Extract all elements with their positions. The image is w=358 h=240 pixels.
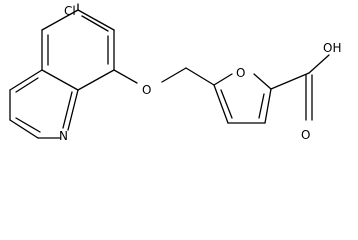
bond [185, 67, 215, 86]
linker [161, 67, 215, 86]
hydroxyl-label: OH [323, 41, 341, 55]
bond [253, 73, 272, 90]
double-bond-inner [15, 77, 39, 93]
bond [41, 9, 79, 31]
bond [9, 69, 43, 91]
bond [77, 69, 115, 91]
bond [67, 89, 79, 131]
double-bond-inner [62, 91, 73, 129]
atom-labels: Cl O N O OH O [59, 4, 341, 143]
bond [41, 69, 79, 91]
double-bond-inner [220, 89, 233, 119]
quinoline-ring-system [9, 3, 138, 139]
bond-to-ether-oxygen [113, 69, 138, 84]
bond [213, 84, 229, 124]
double-bond-inner [15, 117, 41, 133]
bond [270, 72, 310, 90]
ether-oxygen-label: O [142, 83, 151, 97]
double-bond-inner [81, 15, 109, 32]
carbonyl-oxygen-label: O [301, 128, 310, 142]
double-bond-inner [258, 93, 265, 119]
bond [264, 88, 272, 124]
bond [9, 119, 39, 139]
bond [77, 9, 115, 31]
nitrogen-label: N [59, 129, 68, 143]
chemical-structure: Cl O N O OH O [9, 3, 341, 143]
furan-ring [213, 73, 272, 124]
chlorine-label: Cl [64, 4, 76, 18]
bond [161, 67, 187, 83]
bond [213, 73, 233, 86]
furan-oxygen-label: O [236, 66, 245, 80]
carboxylic-acid [270, 54, 330, 121]
bond-to-hydroxyl [308, 54, 330, 74]
